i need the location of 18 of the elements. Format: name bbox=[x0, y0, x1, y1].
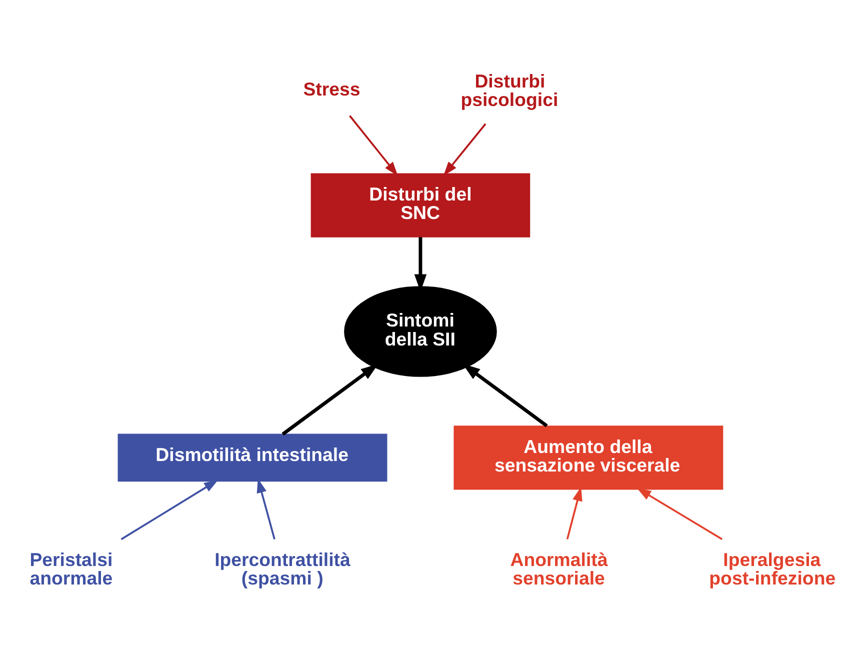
node-ellipse: Sintomi della SII bbox=[344, 286, 497, 377]
node-box: Dismotilità intestinale bbox=[118, 434, 388, 482]
node-text: Peristalsi anormale bbox=[30, 548, 113, 589]
arrow bbox=[443, 123, 486, 176]
node-box: Aumento della sensazione viscerale bbox=[454, 426, 724, 490]
node-text: Disturbi psicologici bbox=[460, 70, 558, 110]
arrow bbox=[256, 478, 276, 540]
arrow bbox=[566, 486, 582, 540]
node-text: Iperalgesia post-infezione bbox=[709, 548, 836, 589]
node-text: Stress bbox=[303, 78, 360, 100]
arrow bbox=[462, 364, 548, 428]
node-box: Disturbi del SNC bbox=[310, 173, 530, 238]
arrow bbox=[282, 364, 378, 436]
arrow bbox=[349, 115, 398, 176]
node-text: Ipercontrattilità (spasmi ) bbox=[214, 548, 350, 589]
node-text: Anormalità sensoriale bbox=[510, 548, 608, 589]
arrow bbox=[636, 488, 723, 540]
arrow bbox=[120, 480, 218, 540]
